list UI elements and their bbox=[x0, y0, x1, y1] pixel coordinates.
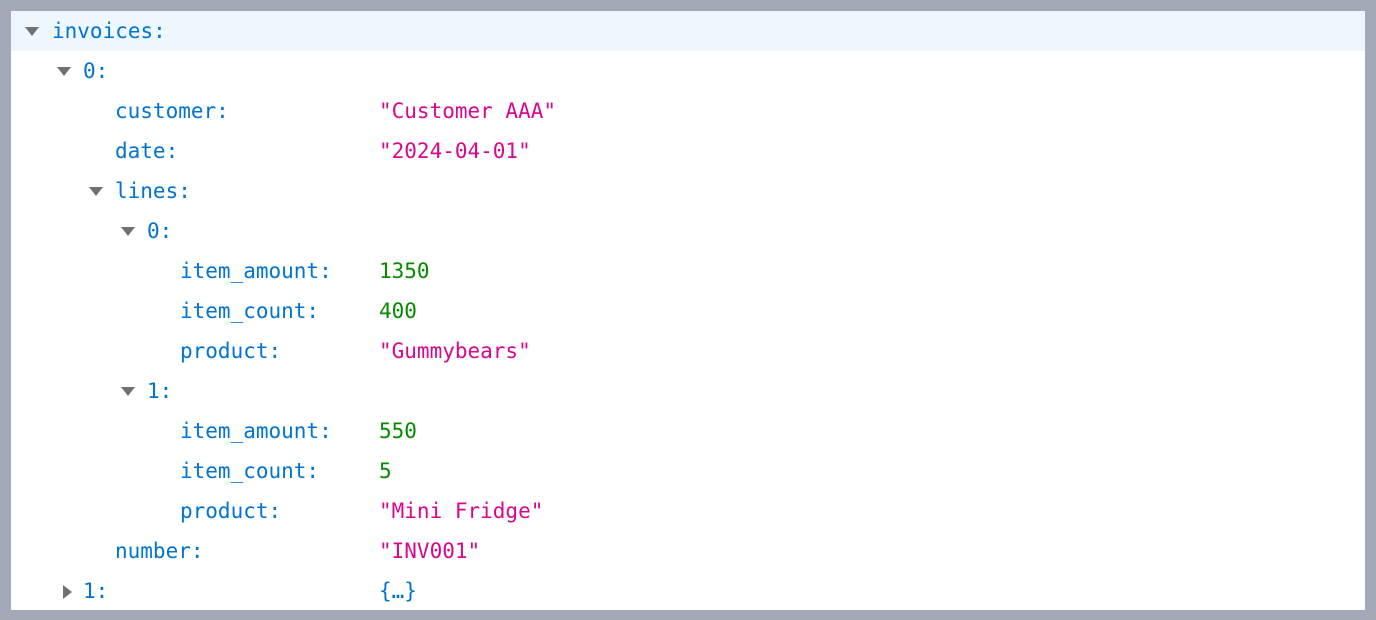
item-count-value: 5 bbox=[379, 459, 392, 483]
expand-triangle-right-icon[interactable] bbox=[63, 585, 72, 599]
product-value: "Gummybears" bbox=[379, 339, 531, 363]
tree-row-product[interactable]: product: "Mini Fridge" bbox=[11, 491, 1365, 531]
tree-row-line-0[interactable]: 0: bbox=[11, 211, 1365, 251]
tree-row-customer[interactable]: customer: "Customer AAA" bbox=[11, 91, 1365, 131]
number-key: number: bbox=[115, 539, 204, 563]
product-key: product: bbox=[180, 339, 282, 363]
item-amount-value: 1350 bbox=[379, 259, 430, 283]
tree-row-lines[interactable]: lines: bbox=[11, 171, 1365, 211]
tree-row-invoice-1[interactable]: 1: {…} bbox=[11, 571, 1365, 610]
invoices-key: invoices: bbox=[52, 19, 166, 43]
date-key: date: bbox=[115, 139, 179, 163]
invoice-0-index-key: 0: bbox=[83, 59, 109, 83]
expand-triangle-down-icon[interactable] bbox=[89, 187, 103, 196]
tree-row-item-count[interactable]: item_count: 400 bbox=[11, 291, 1365, 331]
expand-triangle-down-icon[interactable] bbox=[25, 27, 39, 36]
tree-row-invoices[interactable]: invoices: bbox=[11, 11, 1365, 51]
tree-row-product[interactable]: product: "Gummybears" bbox=[11, 331, 1365, 371]
item-count-value: 400 bbox=[379, 299, 417, 323]
line-1-index-key: 1: bbox=[147, 379, 173, 403]
tree-row-invoice-0[interactable]: 0: bbox=[11, 51, 1365, 91]
customer-key: customer: bbox=[115, 99, 229, 123]
tree-row-item-amount[interactable]: item_amount: 1350 bbox=[11, 251, 1365, 291]
expand-triangle-down-icon[interactable] bbox=[57, 67, 71, 76]
tree-row-item-count[interactable]: item_count: 5 bbox=[11, 451, 1365, 491]
tree-row-date[interactable]: date: "2024-04-01" bbox=[11, 131, 1365, 171]
invoice-1-index-key: 1: bbox=[83, 579, 109, 603]
tree-row-line-1[interactable]: 1: bbox=[11, 371, 1365, 411]
item-amount-key: item_amount: bbox=[180, 259, 332, 283]
number-value: "INV001" bbox=[379, 539, 481, 563]
customer-value: "Customer AAA" bbox=[379, 99, 557, 123]
item-amount-key: item_amount: bbox=[180, 419, 332, 443]
tree-row-item-amount[interactable]: item_amount: 550 bbox=[11, 411, 1365, 451]
json-viewer: invoices: 0: customer: "Customer AAA" da… bbox=[11, 11, 1365, 610]
lines-key: lines: bbox=[115, 179, 191, 203]
expand-triangle-down-icon[interactable] bbox=[121, 227, 135, 236]
item-amount-value: 550 bbox=[379, 419, 417, 443]
date-value: "2024-04-01" bbox=[379, 139, 531, 163]
product-value: "Mini Fridge" bbox=[379, 499, 544, 523]
expand-triangle-down-icon[interactable] bbox=[121, 387, 135, 396]
line-0-index-key: 0: bbox=[147, 219, 173, 243]
product-key: product: bbox=[180, 499, 282, 523]
item-count-key: item_count: bbox=[180, 459, 320, 483]
item-count-key: item_count: bbox=[180, 299, 320, 323]
collapsed-object-preview[interactable]: {…} bbox=[379, 579, 417, 603]
tree-row-number[interactable]: number: "INV001" bbox=[11, 531, 1365, 571]
